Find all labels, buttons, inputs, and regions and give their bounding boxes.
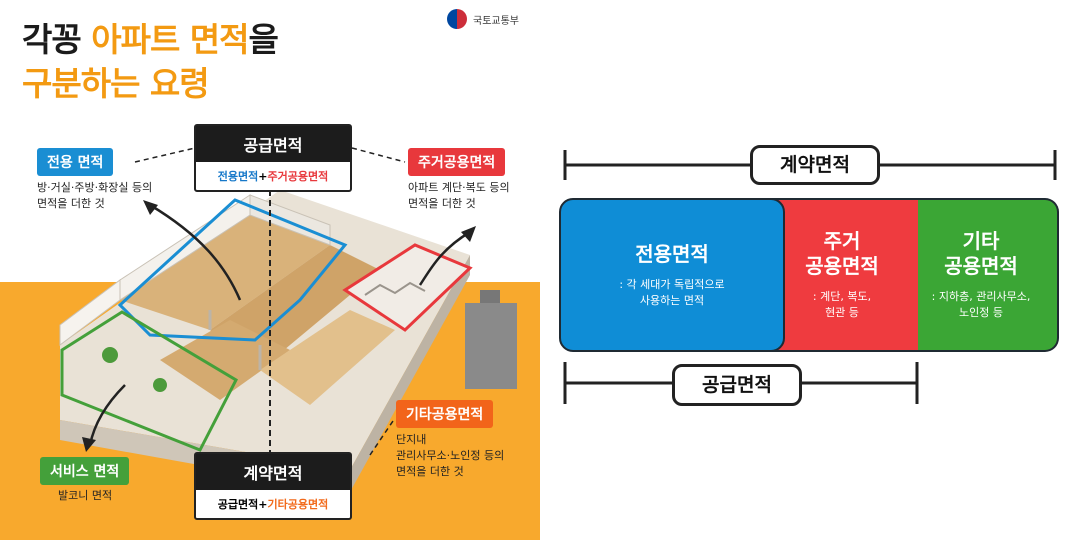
supply-area-title: 공급면적 [196, 126, 350, 162]
service-area-outline [60, 310, 238, 452]
service-area-label: 서비스 면적 [40, 457, 130, 485]
residential-common-desc: 아파트 계단·복도 등의 면적을 더한 것 [408, 181, 510, 210]
ministry-name: 국토교통부 [473, 15, 519, 27]
residential-common-segment: 주거 공용면적 : 계단, 복도, 현관 등 [766, 198, 918, 352]
apartment-building-icon [465, 303, 517, 389]
ministry-logo: 국토교통부 [447, 9, 519, 29]
arrow-to-stairs [418, 230, 471, 286]
connector-line [369, 417, 396, 456]
contract-area-title: 계약면적 [196, 454, 350, 490]
supply-area-box: 공급면적 전용면적+주거공용면적 [194, 124, 352, 192]
slab-side-edge [350, 255, 470, 492]
contract-area-formula: 공급면적+기타공용면적 [217, 498, 329, 511]
other-common-segment: 기타 공용면적 : 지하층, 관리사무소, 노인정 등 [905, 198, 1059, 352]
arrowhead-icon [143, 200, 158, 215]
stairs [364, 281, 426, 296]
residential-common-outline [342, 243, 473, 332]
service-area-desc: 발코니 면적 [58, 489, 113, 502]
exclusive-area-outline [117, 198, 348, 342]
room-floor [260, 310, 395, 405]
right-diagram-panel: 계약면적 전용면적 : 각 세대가 독립적으로 사용하는 면적 주거 공용면적 … [540, 0, 1080, 540]
arrowhead-icon [461, 226, 476, 242]
other-common-label: 기타공용면적 [396, 400, 494, 428]
arrowhead-icon [82, 437, 96, 452]
other-common-desc: 단지내 관리사무소·노인정 등의 면적을 더한 것 [396, 433, 505, 478]
left-illustration-panel: 각꽁 아파트 면적을 구분하는 요령 국토교통부 [0, 9, 540, 540]
arrow-to-exclusive [149, 203, 242, 301]
plant-icon [102, 347, 118, 363]
plant-icon [153, 378, 167, 392]
supply-area-formula: 전용면적+주거공용면적 [217, 170, 329, 183]
arrow-to-balcony [88, 384, 126, 446]
residential-common-label: 주거공용면적 [408, 148, 506, 176]
title-line-2: 구분하는 요령 [22, 64, 210, 103]
exclusive-area-label: 전용 면적 [37, 148, 114, 176]
back-wall-2 [249, 194, 331, 246]
title-line-1: 각꽁 아파트 면적을 [22, 20, 279, 59]
government-emblem-icon [447, 9, 467, 29]
connector-line [134, 147, 196, 163]
exclusive-area-segment: 전용면적 : 각 세대가 독립적으로 사용하는 면적 [559, 198, 785, 352]
apartment-building-roof [480, 290, 500, 304]
exclusive-area-desc: 방·거실·주방·화장실 등의 면적을 더한 것 [37, 181, 153, 210]
contract-area-pill: 계약면적 [750, 145, 880, 185]
apartment-floorplan-illustration [59, 147, 476, 492]
supply-area-pill: 공급면적 [672, 364, 802, 406]
connector-line [351, 147, 406, 163]
contract-area-box: 계약면적 공급면적+기타공용면적 [194, 452, 352, 520]
bedroom-floor [160, 320, 290, 400]
left-wall [59, 279, 121, 346]
